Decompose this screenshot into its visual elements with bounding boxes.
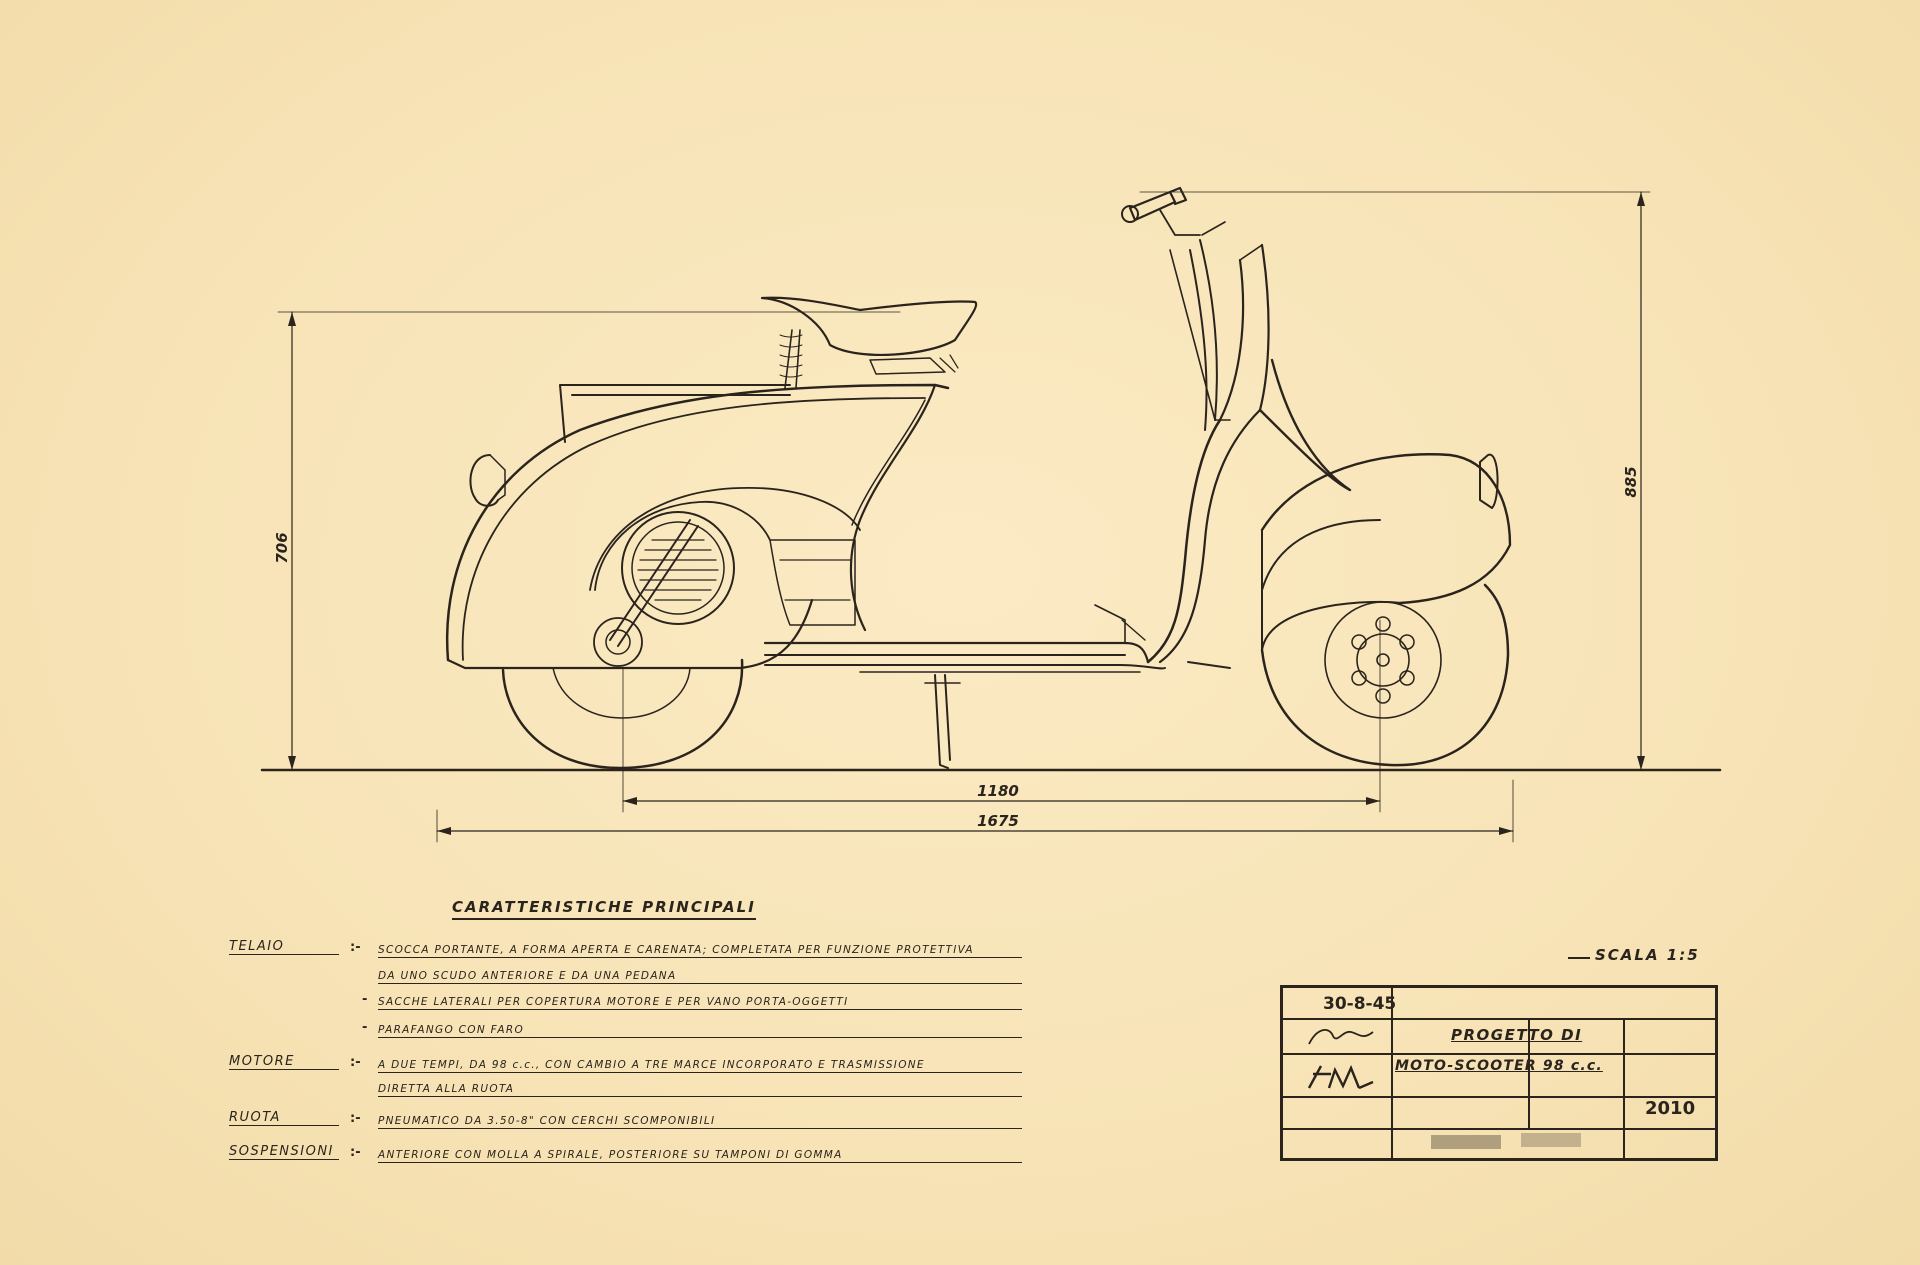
spec-colon-telaio: :- — [350, 940, 361, 955]
spec-line-motore-2: DIRETTA ALLA RUOTA — [378, 1083, 1022, 1097]
title-block-drawing-number: 2010 — [1645, 1098, 1696, 1119]
spec-line-telaio-1: SCOCCA PORTANTE, A FORMA APERTA E CARENA… — [378, 944, 1022, 958]
dimension-706 — [277, 311, 901, 771]
seat — [760, 296, 978, 389]
scooter-outline — [445, 186, 1512, 770]
rear-rack — [559, 384, 791, 443]
dimension-706-label: 706 — [273, 532, 291, 563]
title-block-project-line1: PROGETTO DI — [1451, 1026, 1583, 1044]
spec-line-telaio-4: PARAFANGO CON FARO — [378, 1024, 1022, 1038]
dimension-1180-label: 1180 — [977, 782, 1019, 800]
scale-dash — [1568, 957, 1590, 959]
rear-wheel — [501, 658, 744, 770]
dimension-885 — [1139, 191, 1651, 771]
title-block: 30-8-45 PROGETTO DI MOTO-SCOOTER 98 c.c.… — [1280, 985, 1718, 1161]
spec-colon-sospensioni: :- — [350, 1145, 361, 1160]
scale-label: SCALA 1:5 — [1595, 946, 1700, 964]
rear-light — [469, 454, 506, 507]
headlight — [1479, 453, 1499, 509]
spec-line-ruota-1: PNEUMATICO DA 3.50-8" CON CERCHI SCOMPON… — [378, 1115, 1022, 1129]
front-fender — [1260, 453, 1512, 651]
spec-line-motore-1: A DUE TEMPI, DA 98 c.c., CON CAMBIO A TR… — [378, 1059, 1022, 1073]
title-block-rule — [1528, 1018, 1530, 1128]
title-block-project-line2: MOTO-SCOOTER 98 c.c. — [1395, 1058, 1603, 1074]
spec-label-motore: MOTORE — [229, 1054, 339, 1070]
title-block-rule — [1283, 1096, 1715, 1098]
dimension-1675-label: 1675 — [977, 812, 1019, 830]
title-block-stamp — [1521, 1133, 1581, 1147]
dimension-885-label: 885 — [1622, 466, 1640, 497]
spec-line-telaio-2: DA UNO SCUDO ANTERIORE E DA UNA PEDANA — [378, 970, 1022, 984]
title-block-rule — [1283, 1018, 1715, 1020]
spec-label-sospensioni: SOSPENSIONI — [229, 1144, 339, 1160]
floorboard — [763, 604, 1166, 673]
engine-cover — [593, 501, 856, 667]
title-block-rule — [1283, 1128, 1715, 1130]
title-block-stamp — [1431, 1135, 1501, 1149]
signature-mark — [1308, 1029, 1374, 1045]
title-block-rule — [1391, 988, 1393, 1158]
signature-initials — [1307, 1064, 1374, 1090]
dimension-1180 — [622, 619, 1381, 813]
spec-colon-ruota: :- — [350, 1111, 361, 1126]
spec-line-telaio-3: SACCHE LATERALI PER COPERTURA MOTORE E P… — [378, 996, 1022, 1010]
spec-line-sospensioni-1: ANTERIORE CON MOLLA A SPIRALE, POSTERIOR… — [378, 1149, 1022, 1163]
spec-label-telaio: TELAIO — [229, 939, 339, 955]
front-wheel — [1260, 583, 1510, 767]
title-block-rule — [1623, 1018, 1625, 1158]
center-stand — [924, 674, 961, 769]
handlebar — [1121, 186, 1201, 236]
spec-dash: - — [362, 992, 368, 1007]
title-block-rule — [1283, 1053, 1715, 1055]
title-block-date: 30-8-45 — [1323, 994, 1397, 1014]
spec-colon-motore: :- — [350, 1055, 361, 1070]
specifications-title: CARATTERISTICHE PRINCIPALI — [452, 898, 756, 920]
legshield — [1146, 221, 1352, 669]
spec-dash: - — [362, 1020, 368, 1035]
dimension-1675 — [436, 779, 1514, 843]
rear-cowl — [445, 383, 950, 670]
spec-label-ruota: RUOTA — [229, 1110, 339, 1126]
